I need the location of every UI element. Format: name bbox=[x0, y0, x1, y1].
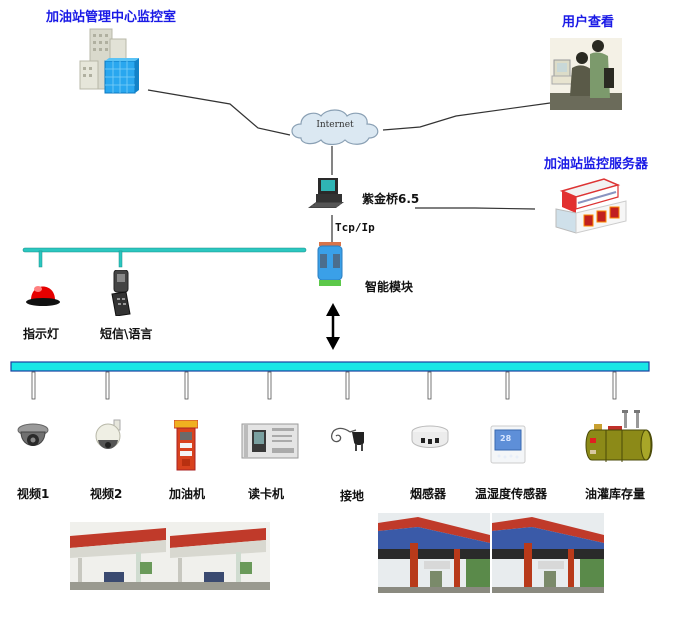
smart-module-label: 智能模块 bbox=[365, 280, 414, 294]
alarm-output-label: 指示灯 bbox=[23, 327, 60, 341]
management-center-label: 加油站管理中心监控室 bbox=[46, 10, 177, 25]
ground-plug-icon bbox=[328, 422, 372, 454]
oil-tank-icon bbox=[584, 408, 656, 466]
link-pc-server bbox=[415, 207, 536, 210]
io-module-icon bbox=[316, 242, 344, 288]
office-building-icon bbox=[78, 25, 140, 95]
thermostat-reading: 28 bbox=[500, 434, 512, 443]
link-center-internet bbox=[147, 89, 291, 136]
desktop-computer-icon bbox=[306, 176, 350, 216]
field-device-label: 视频2 bbox=[90, 487, 123, 501]
alarm-drop-1 bbox=[38, 250, 43, 268]
card-reader-icon bbox=[240, 420, 300, 462]
field-device-label: 视频1 bbox=[17, 487, 50, 501]
bidirectional-arrow-icon bbox=[326, 303, 340, 350]
fuel-dispenser-icon bbox=[174, 420, 198, 472]
field-bus bbox=[10, 361, 650, 372]
zijinqiao-label: 紫金桥6.5 bbox=[362, 190, 419, 207]
gas-station-photo-1 bbox=[70, 522, 170, 590]
protocol-label: Tcp/Ip bbox=[335, 221, 375, 234]
cloud-icon bbox=[291, 109, 379, 146]
field-device-label: 读卡机 bbox=[248, 487, 285, 501]
gas-station-photo-4 bbox=[492, 513, 604, 593]
alarm-drop-2 bbox=[118, 250, 123, 268]
zijinqiao-text: 紫金桥6.5 bbox=[362, 192, 420, 206]
gas-station-server-icon bbox=[552, 173, 632, 243]
field-bus-drops bbox=[31, 371, 617, 400]
dome-camera-icon bbox=[15, 420, 51, 454]
thermostat-icon: 28 bbox=[490, 425, 526, 465]
link-internet-user bbox=[382, 102, 551, 131]
users-at-computer-icon bbox=[550, 38, 622, 110]
internet-cloud: Internet bbox=[287, 106, 383, 148]
user-view-label: 用户查看 bbox=[562, 15, 615, 30]
internet-label: Internet bbox=[316, 120, 354, 130]
alarm-bus bbox=[22, 247, 307, 253]
mobile-phone-icon bbox=[108, 270, 134, 316]
red-beacon-light-icon bbox=[23, 272, 63, 308]
gas-station-photo-2 bbox=[170, 522, 270, 590]
field-device-label: 烟感器 bbox=[410, 487, 447, 501]
field-device-label: 温湿度传感器 bbox=[475, 487, 548, 501]
field-device-label: 接地 bbox=[340, 489, 365, 503]
gas-station-photo-3 bbox=[378, 513, 490, 593]
field-device-label: 加油机 bbox=[169, 487, 206, 501]
station-server-label: 加油站监控服务器 bbox=[544, 157, 649, 172]
alarm-output-label: 短信\语言 bbox=[100, 327, 153, 341]
field-device-label: 油灌库存量 bbox=[585, 487, 646, 501]
ptz-camera-icon bbox=[92, 418, 128, 454]
smoke-detector-icon bbox=[408, 424, 452, 454]
